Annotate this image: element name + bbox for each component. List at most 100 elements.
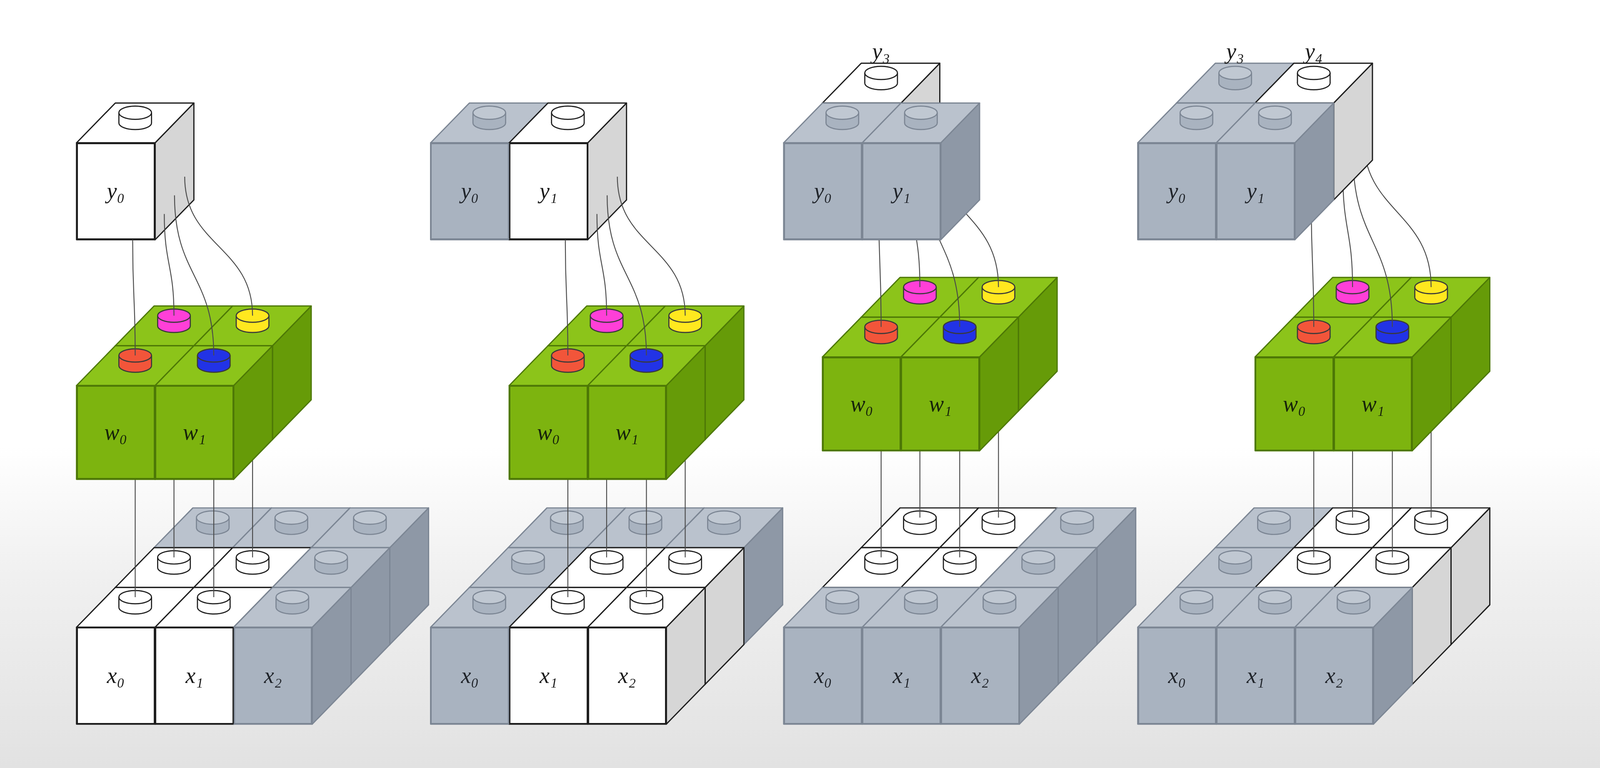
brick-face: y₁ [1216,142,1295,240]
brick-top [1216,102,1334,143]
brick-front [509,142,588,240]
brick-front [900,357,980,451]
brick-label: w₁ [928,391,952,417]
brick-label: w₁ [615,420,639,445]
stud-top [629,510,662,525]
brick-label: x₁ [185,663,204,688]
brick-front [1137,142,1217,240]
stud-top [275,590,309,604]
wire [565,239,568,356]
stud-top [196,510,229,525]
brick-front [1137,627,1217,725]
brick-label: x₀ [814,663,833,688]
stud-top [1180,106,1213,120]
brick-label: y₀ [1168,178,1187,204]
brick-front [509,385,588,480]
brick-face: x₂ [1295,627,1374,725]
brick-label: w₁ [1361,391,1385,417]
stud-top [825,106,859,120]
stud-top [551,106,585,120]
brick-top [940,587,1059,628]
stud-top [1180,590,1213,604]
brick-label: y₀ [814,178,833,204]
stud-top [511,550,545,565]
brick-label: w₁ [182,420,206,445]
brick-face: x₁ [509,627,588,725]
wire [959,450,960,558]
wire [1313,450,1315,558]
brick-label: x₀ [107,663,125,688]
wire [617,176,686,316]
wire [597,213,607,316]
wire [1363,137,1432,288]
brick-top [76,102,195,143]
stud-top [1257,510,1290,525]
brick-face: y₁ [862,142,941,240]
brick-label: x₂ [618,663,637,688]
output-label: y₃ [1226,39,1245,64]
wire [252,460,253,558]
wire [184,176,253,316]
brick-front [783,142,863,240]
brick-face: x₁ [155,627,234,725]
brick-label: x₁ [892,663,911,688]
brick-top [509,102,627,143]
brick-front [862,627,941,725]
stud-top [1258,590,1292,604]
brick-label: y₀ [107,178,125,204]
wire [880,450,882,558]
stud-top [472,106,506,120]
brick-face: y₀ [76,142,156,240]
brick-top [665,507,783,548]
brick-face: w₁ [1333,357,1413,451]
stud-top [1337,590,1370,604]
brick-front [822,357,902,451]
wire [684,460,686,558]
stud-top [1060,510,1094,525]
brick-face: w₁ [155,385,234,480]
wire [1352,450,1353,518]
brick-front [1333,357,1413,451]
brick-label: y₀ [460,178,479,204]
stud-top [472,590,506,604]
brick-label: x₂ [264,663,283,688]
brick-label: x₀ [460,663,479,688]
stud-top [118,106,152,120]
brick-front [76,142,156,240]
output-label: y₄ [1305,39,1323,64]
brick-top [272,547,390,588]
brick-front [155,627,234,725]
brick-front [430,142,510,240]
stud-top [904,590,938,604]
stud-top [1297,66,1330,80]
brick-front [1295,627,1374,725]
brick-top [233,587,352,628]
stud-top [353,510,387,525]
wire [134,479,136,598]
brick-front [1216,142,1295,240]
brick-face: x₂ [940,627,1020,725]
brick-top [1018,507,1136,548]
stud-top [1218,66,1252,80]
brick-top [822,63,940,103]
stud-top [825,590,859,604]
stud-top [550,510,583,525]
brick-front [783,627,863,725]
brick-label: y₁ [1246,178,1265,204]
wire [1352,155,1393,327]
brick-front [587,627,667,725]
stud-top [275,510,308,525]
brick-label: x₁ [539,663,558,688]
brick-face: x₂ [233,627,313,725]
wire [607,195,647,356]
brick-front [862,142,941,240]
brick-front [155,385,234,480]
brick-label: w₀ [1282,391,1306,417]
brick-front [76,385,156,480]
brick-face: y₁ [509,142,588,240]
brick-label: w₀ [104,420,128,445]
brick-face: w₀ [822,357,902,451]
wire [213,479,215,598]
